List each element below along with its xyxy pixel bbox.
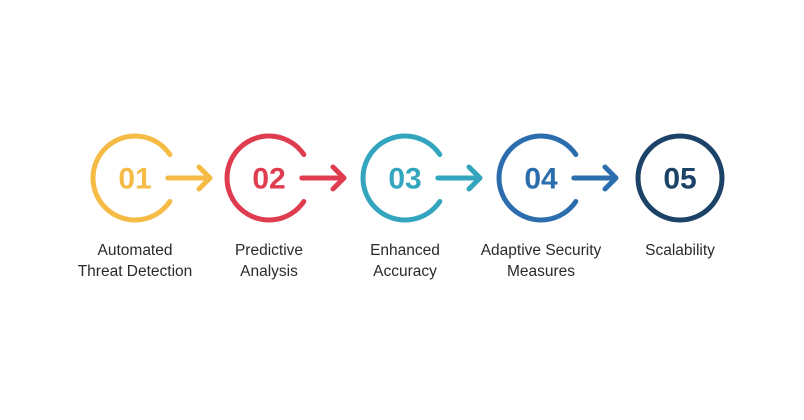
step-4: 04 — [496, 133, 619, 223]
step-4-arrow-head — [602, 164, 619, 192]
step-5: 05 — [635, 133, 725, 223]
step-2-arrow-icon — [299, 164, 347, 192]
step-2-number: 02 — [252, 163, 285, 196]
step-1-number: 01 — [118, 163, 151, 196]
step-4-number: 04 — [524, 163, 558, 196]
step-4-ring — [496, 133, 579, 223]
step-2-arrow-head — [330, 164, 347, 192]
step-3-arrow-icon — [435, 164, 483, 192]
step-3: 03 — [360, 133, 483, 223]
step-1-arrow-head — [196, 164, 213, 192]
step-5-label: Scalability — [645, 242, 715, 259]
step-1: 01 — [90, 133, 213, 223]
step-2-ring — [224, 133, 307, 223]
step-1-arrow-icon — [165, 164, 213, 192]
step-4-arrow-icon — [571, 164, 619, 192]
step-1-label: Automated Threat Detection — [77, 242, 193, 280]
step-2-label: Predictive Analysis — [234, 242, 304, 280]
step-5-number: 05 — [663, 163, 696, 196]
step-3-ring — [360, 133, 443, 223]
step-3-number: 03 — [388, 163, 421, 196]
step-3-label: Enhanced Accuracy — [370, 242, 440, 280]
step-1-ring — [90, 133, 173, 223]
step-2: 02 — [224, 133, 347, 223]
step-4-label: Adaptive Security Measures — [480, 242, 602, 280]
step-5-ring — [635, 133, 725, 223]
step-3-arrow-head — [466, 164, 483, 192]
